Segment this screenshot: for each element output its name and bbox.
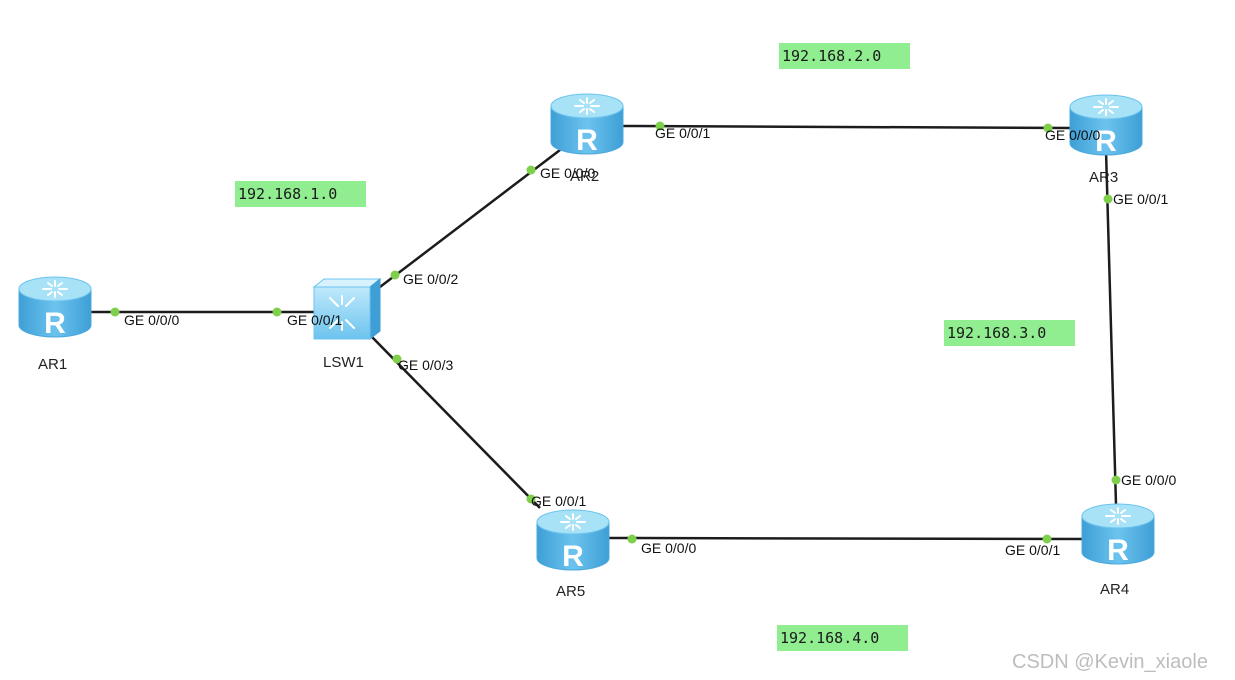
device-ar1[interactable]: R AR1 bbox=[18, 276, 92, 373]
network-label-4-text: 192.168.4.0 bbox=[780, 629, 879, 647]
network-label-4: 192.168.4.0 bbox=[777, 625, 908, 651]
link-ar2-ar3 bbox=[621, 124, 1073, 130]
device-label-ar4: AR4 bbox=[1100, 581, 1129, 598]
router-icon: R bbox=[550, 93, 624, 157]
network-label-1-text: 192.168.1.0 bbox=[238, 185, 337, 203]
device-label-ar1: AR1 bbox=[38, 356, 67, 373]
device-lsw1[interactable]: LSW1 bbox=[312, 277, 382, 371]
device-ar4[interactable]: R AR4 bbox=[1081, 503, 1155, 598]
port-dot-ar4-ge001[interactable] bbox=[1042, 534, 1052, 544]
port-dot-ar5-ge001[interactable] bbox=[526, 494, 536, 504]
network-label-2-text: 192.168.2.0 bbox=[782, 47, 881, 65]
router-glyph: R bbox=[576, 124, 598, 157]
router-icon: R bbox=[536, 509, 610, 573]
router-glyph: R bbox=[562, 540, 584, 573]
router-glyph: R bbox=[1107, 534, 1129, 567]
port-label-ar5-ge000: GE 0/0/0 bbox=[641, 540, 696, 556]
network-label-2: 192.168.2.0 bbox=[779, 43, 910, 69]
device-label-lsw1: LSW1 bbox=[323, 354, 364, 371]
network-label-1: 192.168.1.0 bbox=[235, 181, 366, 207]
watermark: CSDN @Kevin_xiaole bbox=[1012, 651, 1208, 673]
device-label-ar5: AR5 bbox=[556, 583, 585, 600]
network-label-3-text: 192.168.3.0 bbox=[947, 324, 1046, 342]
port-label-ar3-ge001: GE 0/0/1 bbox=[1113, 191, 1168, 207]
port-dot-ar2-ge000[interactable] bbox=[526, 165, 536, 175]
device-ar5[interactable]: R AR5 bbox=[536, 509, 610, 600]
port-dot-lsw1-ge002[interactable] bbox=[390, 270, 400, 280]
port-label-ar1-ge000: GE 0/0/0 bbox=[124, 312, 179, 328]
port-label-ar5-ge001: GE 0/0/1 bbox=[531, 493, 586, 509]
port-label-lsw1-ge003: GE 0/0/3 bbox=[398, 357, 453, 373]
port-dot-ar2-ge001[interactable] bbox=[655, 121, 665, 131]
router-glyph: R bbox=[44, 307, 66, 340]
port-dots bbox=[110, 121, 1121, 544]
port-label-ar2-ge001: GE 0/0/1 bbox=[655, 125, 710, 141]
switch-icon bbox=[312, 277, 382, 341]
link-ar5-ar4 bbox=[607, 536, 1085, 541]
device-label-ar3: AR3 bbox=[1089, 169, 1118, 186]
port-label-ar2-ge000: GE 0/0/0 bbox=[540, 165, 595, 181]
port-label-lsw1-ge002: GE 0/0/2 bbox=[403, 271, 458, 287]
port-label-ar4-ge000: GE 0/0/0 bbox=[1121, 472, 1176, 488]
port-dot-lsw1-ge001[interactable] bbox=[272, 307, 282, 317]
port-dot-ar1-ge000[interactable] bbox=[110, 307, 120, 317]
links bbox=[90, 124, 1118, 541]
port-label-lsw1-ge001: GE 0/0/1 bbox=[287, 312, 342, 328]
port-labels: GE 0/0/0 GE 0/0/1 GE 0/0/2 GE 0/0/0 GE 0… bbox=[124, 125, 1176, 558]
port-label-ar3-ge000: GE 0/0/0 bbox=[1045, 127, 1100, 143]
network-label-3: 192.168.3.0 bbox=[944, 320, 1075, 346]
port-dot-ar3-ge000[interactable] bbox=[1043, 123, 1053, 133]
router-icon: R bbox=[1081, 503, 1155, 567]
port-dot-ar3-ge001[interactable] bbox=[1103, 194, 1113, 204]
device-label-ar2: AR2 bbox=[570, 168, 599, 185]
link-ar3-ar4 bbox=[1104, 149, 1118, 506]
port-dot-ar5-ge000[interactable] bbox=[627, 534, 637, 544]
network-labels: 192.168.1.0 192.168.2.0 192.168.3.0 192.… bbox=[235, 43, 1075, 651]
port-dot-ar4-ge000[interactable] bbox=[1111, 475, 1121, 485]
device-ar2[interactable]: R AR2 bbox=[550, 93, 624, 185]
port-dot-lsw1-ge003[interactable] bbox=[392, 354, 402, 364]
device-ar3[interactable]: R AR3 bbox=[1069, 94, 1143, 186]
router-icon: R bbox=[18, 276, 92, 340]
port-label-ar4-ge001: GE 0/0/1 bbox=[1005, 542, 1060, 558]
router-glyph: R bbox=[1095, 125, 1117, 158]
link-lsw1-ar5 bbox=[371, 336, 541, 509]
router-icon: R bbox=[1069, 94, 1143, 158]
